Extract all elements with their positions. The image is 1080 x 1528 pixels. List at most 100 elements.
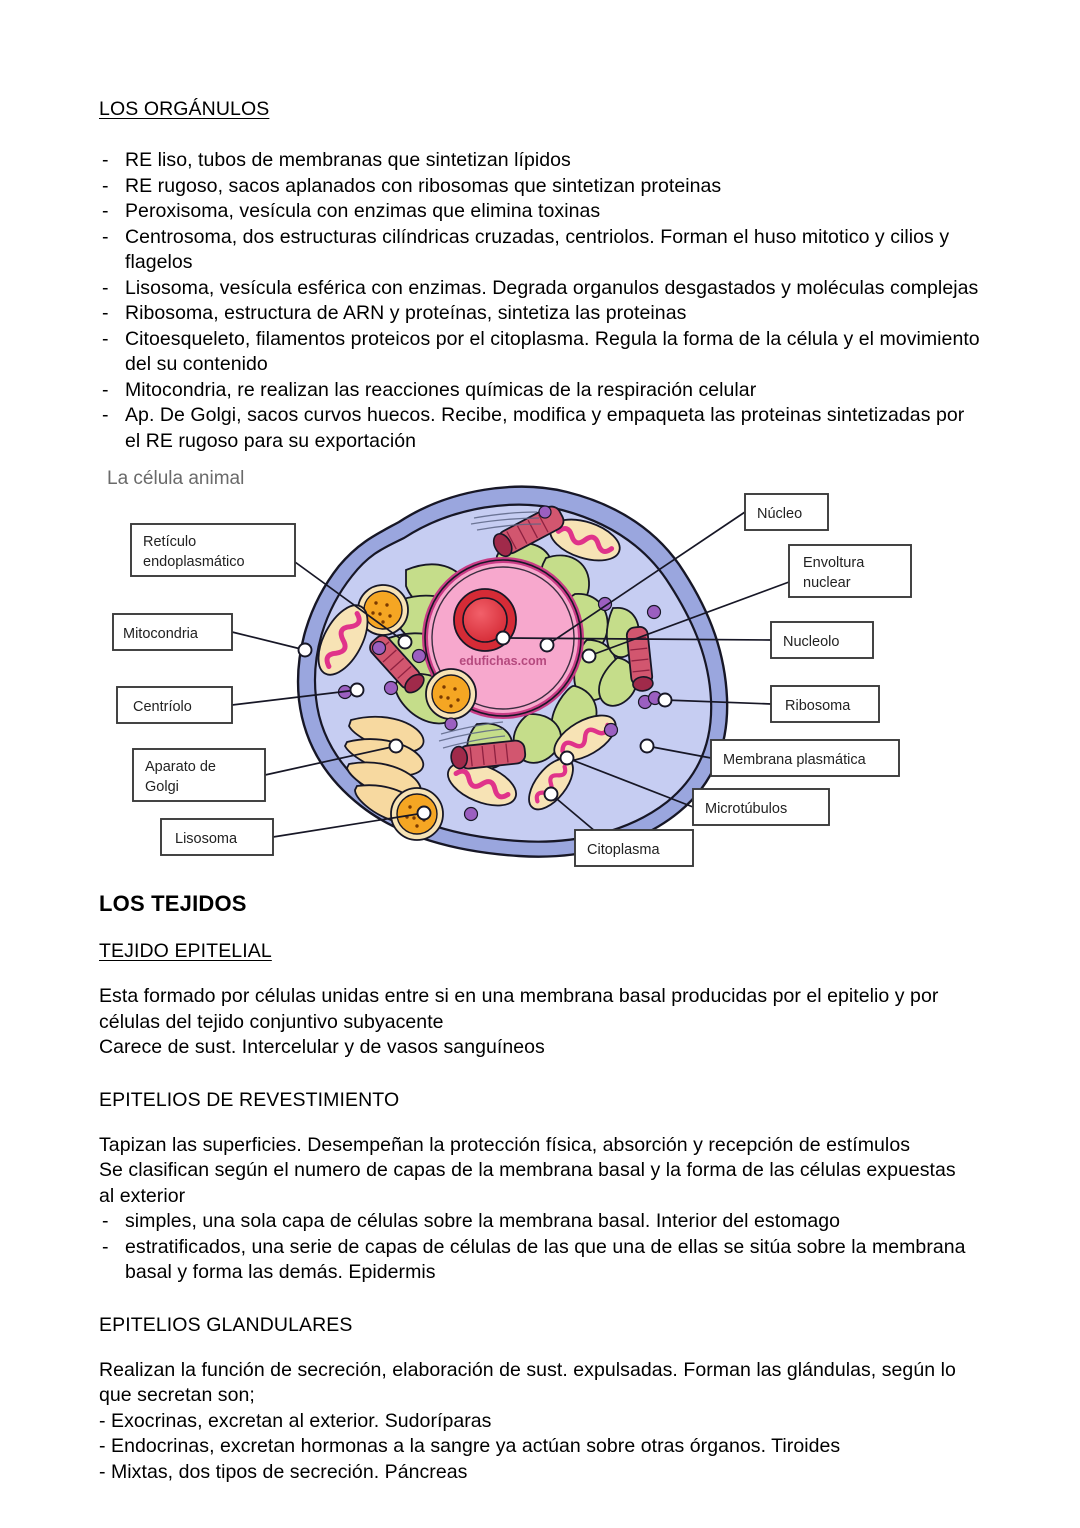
centriole — [450, 739, 527, 770]
glandulares-paragraph-line: que secretan son; — [99, 1384, 255, 1406]
dash-marker: - — [102, 302, 109, 324]
dash-marker: - — [102, 149, 109, 171]
label-text: Membrana plasmática — [723, 752, 867, 768]
list-item-text: Lisosoma, vesícula esférica con enzimas.… — [125, 276, 979, 299]
list-item-text: RE rugoso, sacos aplanados con ribosomas… — [125, 174, 722, 197]
marker-membrana — [639, 738, 655, 754]
ribosome — [463, 806, 479, 822]
centriole — [625, 626, 654, 692]
ribosome — [538, 505, 552, 519]
ribosome — [444, 717, 458, 731]
label-text: Mitocondria — [123, 626, 199, 642]
glandulares-paragraph-line: Realizan la función de secreción, elabor… — [99, 1358, 956, 1381]
document-content: LOS ORGÁNULOS -RE liso, tubos de membran… — [99, 96, 983, 1485]
label-text: Citoplasma — [587, 842, 660, 858]
label-nucleo: Núcleo — [744, 493, 829, 531]
list-item: -Ribosoma, estructura de ARN y proteínas… — [99, 301, 983, 327]
ribosome-group — [337, 505, 663, 822]
heading-tejido-epitelial: TEJIDO EPITELIAL — [99, 940, 272, 962]
ribosome — [603, 722, 619, 738]
ribosome — [371, 640, 387, 656]
dash-marker: - — [102, 378, 109, 401]
microtubule-filaments — [438, 511, 542, 749]
list-item: - simples, una sola capa de células sobr… — [99, 1209, 983, 1235]
list-item-text: Citoesqueleto, filamentos proteicos por … — [125, 327, 980, 376]
epitelial-paragraph-line: Carece de sust. Intercelular y de vasos … — [99, 1036, 545, 1058]
mitochondrion — [549, 518, 621, 562]
marker-centriolo — [349, 682, 365, 698]
centriole-group — [369, 505, 654, 770]
label-text: Microtúbulos — [705, 801, 787, 817]
list-item: -RE rugoso, sacos aplanados con ribosoma… — [99, 174, 983, 200]
mitochondrion — [317, 604, 369, 676]
list-item-text: Centrosoma, dos estructuras cilíndricas … — [125, 225, 950, 274]
marker-microtubulos — [559, 750, 575, 766]
animal-cell-diagram: La célula animal — [99, 462, 983, 882]
revestimiento-paragraph-line: al exterior — [99, 1184, 186, 1207]
label-mitocondria: Mitocondria — [112, 613, 233, 651]
label-text: Ribosoma — [785, 698, 851, 714]
list-item-text: Mitocondria, re realizan las reacciones … — [125, 378, 757, 401]
list-item-text: Peroxisoma, vesícula con enzimas que eli… — [125, 200, 601, 222]
label-text: Golgi — [145, 779, 179, 795]
leader-markers — [297, 630, 673, 821]
heading-epitelios-glandulares: EPITELIOS GLANDULARES — [99, 1313, 353, 1336]
label-aparato-de-golgi: Aparato de Golgi — [132, 748, 266, 802]
label-text: Centríolo — [133, 699, 192, 715]
list-item: -Mitocondria, re realizan las reacciones… — [99, 378, 983, 404]
list-item: -Citoesqueleto, filamentos proteicos por… — [99, 327, 983, 378]
label-nucleolo: Nucleolo — [770, 621, 874, 659]
marker-lisosoma — [416, 805, 432, 821]
revestimiento-paragraph-line: Tapizan las superficies. Desempeñan la p… — [99, 1133, 911, 1156]
marker-golgi — [388, 738, 404, 754]
marker-reticulo — [397, 634, 413, 650]
list-item-text: Ribosoma, estructura de ARN y proteínas,… — [125, 302, 687, 324]
nucleolus — [462, 597, 508, 643]
marker-envoltura — [581, 648, 597, 664]
glandulares-paragraph-line: - Exocrinas, excretan al exterior. Sudor… — [99, 1409, 492, 1432]
label-text: Retículo — [143, 534, 196, 550]
label-ribosoma: Ribosoma — [770, 685, 880, 723]
label-citoplasma: Citoplasma — [574, 829, 694, 867]
dash-marker: - — [102, 1210, 109, 1232]
label-text: Nucleolo — [783, 634, 839, 650]
glandulares-paragraph-line: - Mixtas, dos tipos de secreción. Páncre… — [99, 1460, 468, 1483]
list-item: -Ap. De Golgi, sacos curvos huecos. Reci… — [99, 403, 983, 454]
label-text: nuclear — [803, 575, 851, 591]
marker-citoplasma — [543, 786, 559, 802]
revestimiento-list: - simples, una sola capa de células sobr… — [99, 1209, 983, 1286]
dash-marker: - — [102, 327, 109, 350]
label-centriolo: Centríolo — [116, 686, 233, 724]
epitelial-paragraph-line: Esta formado por células unidas entre si… — [99, 985, 939, 1007]
label-lisosoma: Lisosoma — [160, 818, 274, 856]
dash-marker: - — [102, 225, 109, 248]
list-item: -Lisosoma, vesícula esférica con enzimas… — [99, 276, 983, 302]
lysosome-core — [431, 674, 471, 714]
centriole — [492, 505, 565, 558]
mitochondria-group — [317, 518, 621, 811]
list-item: -estratificados, una serie de capas de c… — [99, 1235, 983, 1286]
dash-marker: - — [102, 174, 109, 197]
dash-marker: - — [102, 404, 109, 426]
heading-los-organulos: LOS ORGÁNULOS — [99, 98, 270, 120]
label-membrana-plasmatica: Membrana plasmática — [710, 739, 900, 777]
mitochondrion — [447, 761, 517, 807]
marker-ribosoma — [657, 692, 673, 708]
mitochondrion — [553, 714, 617, 762]
watermark: edufichas.com — [459, 654, 547, 668]
list-item-text: RE liso, tubos de membranas que sintetiz… — [125, 149, 571, 171]
revestimiento-paragraph-line: Se clasifican según el numero de capas d… — [99, 1159, 956, 1181]
heading-los-tejidos: LOS TEJIDOS — [99, 891, 247, 916]
list-item-text: simples, una sola capa de células sobre … — [125, 1210, 841, 1232]
glandulares-paragraph-line: - Endocrinas, excretan hormonas a la san… — [99, 1435, 841, 1457]
marker-nucleo — [539, 637, 555, 653]
label-text: Núcleo — [757, 506, 802, 522]
label-envoltura-nuclear: Envoltura nuclear — [788, 544, 912, 598]
dash-marker: - — [102, 200, 109, 222]
marker-mitocondria — [297, 642, 313, 658]
label-text: endoplasmático — [143, 554, 245, 570]
list-item: -RE liso, tubos de membranas que sinteti… — [99, 148, 983, 174]
label-text: Lisosoma — [175, 831, 238, 847]
label-reticulo-endoplasmatico: Retículo endoplasmático — [130, 523, 296, 577]
